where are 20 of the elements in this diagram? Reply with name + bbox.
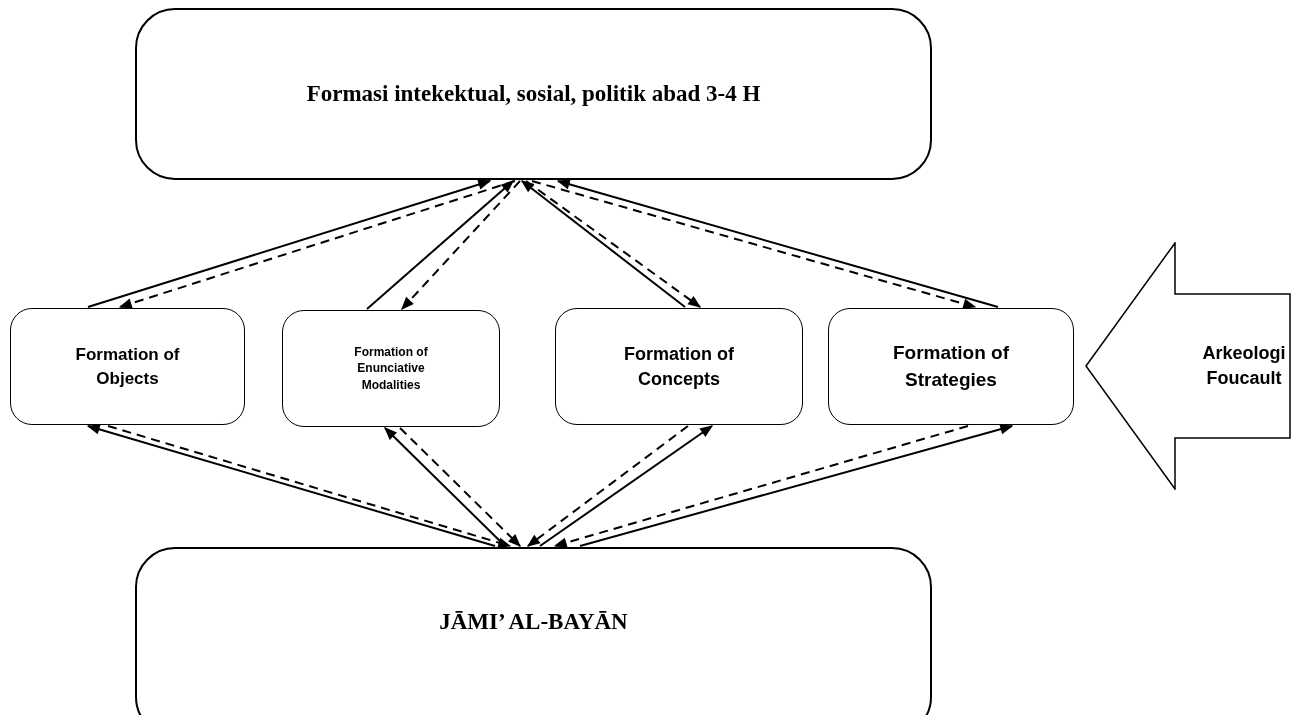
node-label: Formation of Objects <box>74 344 181 390</box>
node-label: Formation of Enunciative Modalities <box>353 343 429 394</box>
process-box <box>135 547 932 715</box>
arrow <box>366 180 514 310</box>
process-box <box>555 308 803 425</box>
arrow <box>579 424 1014 547</box>
process-box <box>10 308 245 425</box>
arrow <box>401 180 521 310</box>
node-label: Arkeologi Foucault <box>1201 342 1287 390</box>
arrow <box>526 425 689 547</box>
node-label: Formasi intekektual, sosial, politik abad 3-4 H <box>306 80 761 109</box>
process-box <box>828 308 1074 425</box>
node-label: JĀMI’ AL-BAYĀN <box>439 608 628 637</box>
process-box <box>282 310 500 427</box>
arrow <box>553 425 969 548</box>
arrow <box>399 427 521 547</box>
node-label: Formation of Strategies <box>891 341 1011 392</box>
arrow <box>539 425 714 547</box>
process-box <box>135 8 932 180</box>
node-label: Formation of Concepts <box>623 342 735 391</box>
